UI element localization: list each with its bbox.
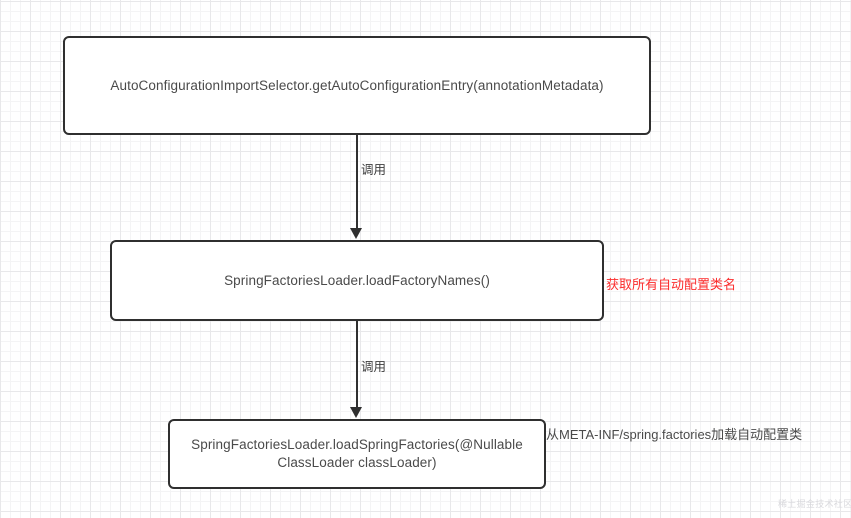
flow-node-label: SpringFactoriesLoader.loadSpringFactorie…	[191, 437, 523, 470]
arrowhead-icon	[350, 407, 362, 418]
flow-edge-line	[356, 135, 358, 230]
arrowhead-icon	[350, 228, 362, 239]
flow-edge-label: 调用	[361, 360, 387, 374]
flow-edge-line	[356, 321, 358, 409]
watermark: 稀土掘金技术社区	[778, 499, 851, 509]
annotation-load-from-meta-inf: 从META-INF/spring.factories加载自动配置类	[546, 427, 803, 442]
flow-node-label: AutoConfigurationImportSelector.getAutoC…	[110, 77, 604, 93]
flow-node-load-spring-factories[interactable]: SpringFactoriesLoader.loadSpringFactorie…	[168, 419, 546, 489]
flow-node-get-auto-configuration-entry[interactable]: AutoConfigurationImportSelector.getAutoC…	[63, 36, 651, 135]
flow-node-load-factory-names[interactable]: SpringFactoriesLoader.loadFactoryNames()	[110, 240, 604, 321]
flow-node-label: SpringFactoriesLoader.loadFactoryNames()	[224, 272, 490, 288]
annotation-get-all-config-class-names: 获取所有自动配置类名	[606, 277, 737, 292]
flow-edge-label: 调用	[361, 163, 387, 177]
